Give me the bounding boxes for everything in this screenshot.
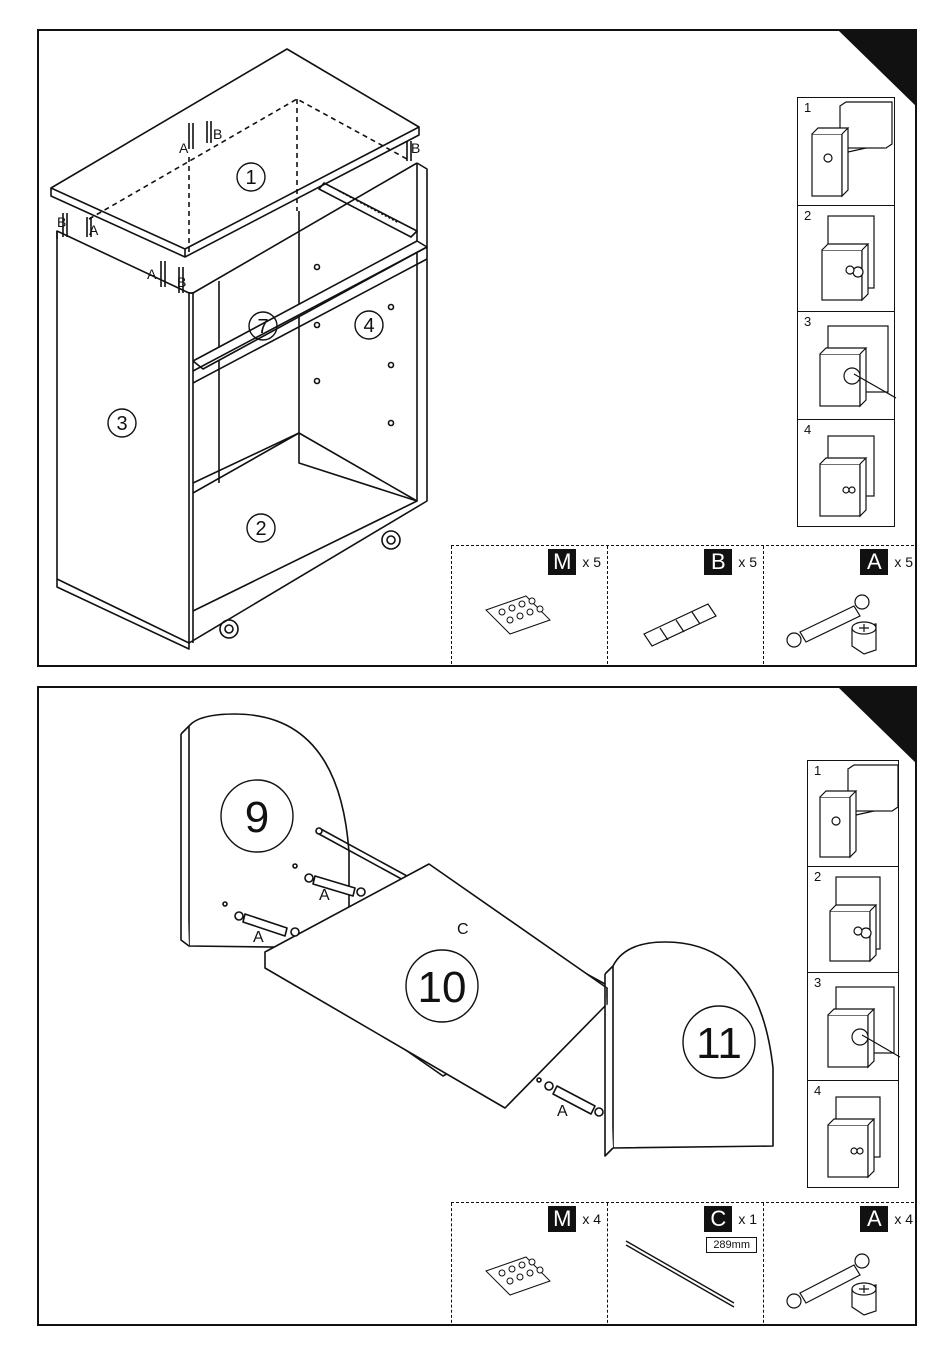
fitting-label-b: B xyxy=(411,140,420,156)
substep-1-drawing xyxy=(798,98,896,206)
substep-4: 4 xyxy=(808,1081,898,1189)
fitting-label-b: B xyxy=(177,274,186,290)
substep-3-drawing xyxy=(808,973,900,1081)
panel-10-label: 10 xyxy=(418,963,467,1012)
substep-2-drawing xyxy=(808,867,900,973)
assembly-step-bookend: 9 10 11 A A A C 1 2 3 xyxy=(37,686,917,1326)
panel-11-label: 11 xyxy=(696,1019,742,1068)
substep-3-drawing xyxy=(798,312,896,420)
panel-9-label: 9 xyxy=(245,793,269,842)
substep-4: 4 xyxy=(798,420,894,528)
cam-bolt-and-lock-icon xyxy=(764,546,917,667)
substep-1-drawing xyxy=(808,761,900,867)
panel-4-label: 4 xyxy=(363,315,374,337)
fitting-label-b: B xyxy=(57,214,66,230)
substep-2: 2 xyxy=(798,206,894,312)
fitting-label-c: C xyxy=(457,921,469,938)
panel-2-label: 2 xyxy=(255,518,266,540)
fitting-label-a: A xyxy=(557,1103,568,1120)
substep-4-drawing xyxy=(808,1081,900,1189)
substep-2: 2 xyxy=(808,867,898,973)
cam-lock-steps: 1 2 3 4 xyxy=(807,760,899,1188)
metal-rod-icon xyxy=(608,1203,764,1326)
fitting-label-a: A xyxy=(253,929,264,946)
substep-2-drawing xyxy=(798,206,896,312)
panel-3-label: 3 xyxy=(116,413,127,435)
panel-7-label: 7 xyxy=(257,316,268,338)
cam-bolt-and-lock-icon xyxy=(764,1203,917,1326)
cam-lock-steps: 1 2 3 4 xyxy=(797,97,895,527)
felt-pads-icon xyxy=(452,546,608,667)
felt-pads-icon xyxy=(452,1203,608,1326)
assembly-step-cabinet: 1 2 3 4 7 A B B A A B B 1 xyxy=(37,29,917,667)
fitting-label-a: A xyxy=(179,140,189,156)
substep-3: 3 xyxy=(798,312,894,420)
corner-flag xyxy=(839,688,917,766)
substep-1: 1 xyxy=(798,98,894,206)
fitting-label-b: B xyxy=(213,126,222,142)
substep-4-drawing xyxy=(798,420,896,528)
fitting-label-a: A xyxy=(147,266,157,282)
fitting-label-a: A xyxy=(89,222,99,238)
substep-3: 3 xyxy=(808,973,898,1081)
substep-1: 1 xyxy=(808,761,898,867)
panel-1-label: 1 xyxy=(245,167,256,189)
wooden-dowel-icon xyxy=(608,546,764,667)
fitting-label-a: A xyxy=(319,887,330,904)
